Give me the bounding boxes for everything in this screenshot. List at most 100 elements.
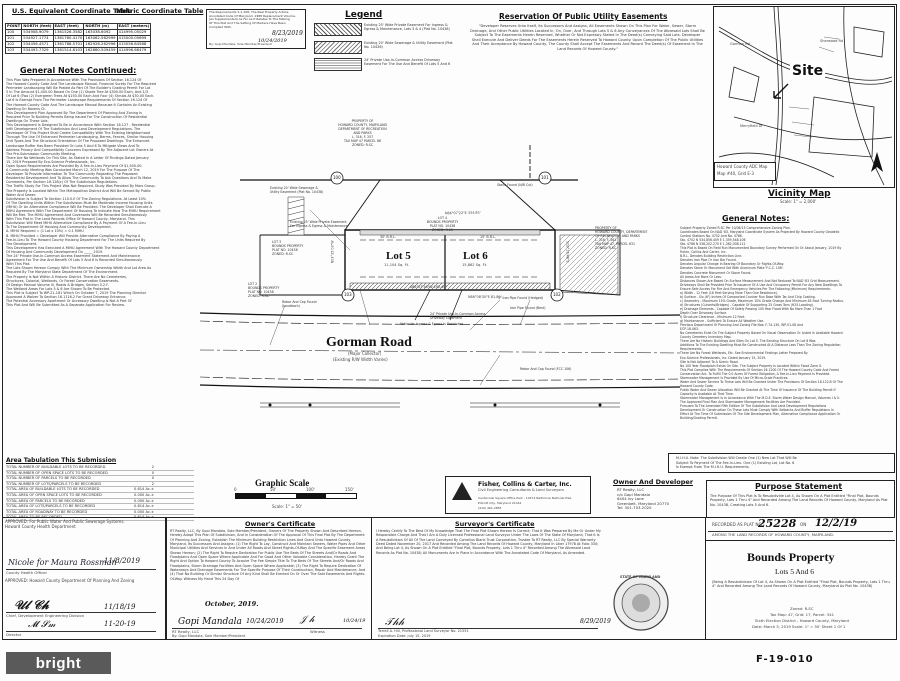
legend-item-2: Existing 20' Wide Sewerage & Utility Eas… [364,41,453,50]
general-note-line: Perimeter Landscaping Will Be Posted As … [6,86,151,91]
tabulation-row: TOTAL AREA OF LOTS/PARCELS TO BE RECORDE… [6,504,194,510]
general-note-line: MIHU Agreement With The Department Of Ho… [6,209,161,213]
general-note-line: Additions To The Existing Dwelling Must … [680,343,841,348]
general-note-line: Of Lot 6 (Two (2) Evergreen Trees At $15… [6,94,155,99]
header-date: 8/23/2019 [272,30,303,37]
general-note-line: Will Be Met. The MIHU Agreement And Cove… [6,213,148,218]
general-note-line: Open Space Requirements Are Provided By … [6,163,143,168]
general-notes: Subject Property Zoned R-SC Per 10/06/13… [680,226,895,448]
engineer-phone: (410) 461-2855 [478,506,502,510]
coord-title-us: U.S. Equivalent Coordinate Table [12,7,133,15]
general-note-line: Stormwater Management Is Provided By Use… [680,375,789,380]
general-note-line: Distances Shown Are Based On Surface Mea… [680,278,840,283]
recorded-line [708,531,893,532]
annotation-rebar-fcc: Rebar And Cap Found (FCC 106) [520,367,572,371]
recorded-label: RECORDED AS PLAT NO. [712,522,763,527]
general-note-line: Landscape Buffer Has Been Provided On Lo… [6,143,140,148]
general-note-line: With This Plat In The Land Records Offic… [6,217,135,222]
header-cert-line: Complied With. [209,24,232,29]
owner-cert-title: Owner's Certificate [245,520,316,528]
recorded-plat-no: 25228 [758,517,797,530]
engineer-logo-icon [452,482,472,500]
bearing-north: N86°07'22"E 334.85' [444,210,481,216]
owner-cert-box [166,517,372,640]
director-signature: 𝓜 𝓢𝓂 [28,620,56,630]
site-map-footer: Howard County ADC Map [717,164,768,169]
legend-swatch-2 [314,41,362,54]
area-tabulation: TOTAL NUMBER OF BUILDABLE LOTS TO BE REC… [6,465,194,521]
vicinity-title: Vicinity Map [768,189,831,199]
general-note-line: A. MIHU Required = (1 Lot x 10%) = 0.1 M… [6,229,84,234]
surveyor-seal-text: STATE OF MARYLAND [620,575,661,579]
general-note-line: Of The Dwelling Units Within The Subdivi… [6,200,153,205]
general-note-line: (MIHU) Or An Alternative Compliance Will… [6,204,152,209]
general-note-line: Required By The Maryland State Departmen… [6,270,119,275]
reservation-text: "Developer Reserves Unto Itself, Its Suc… [470,24,705,51]
site-map-box [713,6,895,188]
general-note-line: Public Water And Sewer Allocation Will B… [680,387,836,392]
general-note-line: A Community Meeting Was Conducted March … [6,168,140,173]
tabulation-value: 0.000 Ac.± [134,498,154,503]
general-note-line: Subdivision Is Subject To Section 110.0.… [6,196,147,201]
general-note-line: Water And Sewer. [6,192,37,197]
mihu-box [668,453,895,473]
engineer-box [445,476,591,514]
title-block-zoned: Zoned: R-SC [790,606,814,611]
header-signer: By: Gopi Mandala, Sole Member/President [209,42,272,46]
general-note-line: There Are No Historic Buildings And Site… [680,339,816,344]
tabulation-label: TOTAL NUMBER OF LOTS/PARCELS TO BE RECOR… [6,481,102,486]
general-note-line: Control Stations No. 4702 And No. 4786. [680,234,743,239]
bearing-south-2: N86°08'30"E 81.89' [468,295,502,299]
header-date-2: 10/24/2019 [258,38,287,44]
general-note-line: This Plan Was Prepared In Accordance Wit… [6,78,142,82]
general-note-line: Approved A Waiver To Section 16.1116.2 F… [6,294,127,299]
chief-date: 11/18/19 [104,603,136,611]
file-number: F-19-010 [756,654,814,665]
general-note-line: g) Maintenance - Sufficient To Ensure Al… [680,319,765,324]
graphic-scale-bar [235,493,357,499]
tabulation-label: TOTAL NUMBER OF BUILDABLE LOTS TO BE REC… [6,465,106,469]
general-note-line: The Property Is Not Within A Historic Di… [6,274,128,279]
surveyor-expires: Expiration Date: July 15, 2019 [378,634,431,638]
general-note-line: The Howard County Code And The Landscape… [6,82,157,87]
engineer-addr: Centennial Square Office Park - 10272 Ba… [478,496,572,500]
surveyor-cert-box [372,517,706,640]
health-sign-line [6,569,156,570]
scale-tick-50: 50' [270,487,277,492]
general-note-line: Unit Types And The Structural Orientatio… [6,139,150,144]
general-note-line: Lot 6 Is Exempt From The Perimeter Lands… [6,98,148,103]
director-date: 11-20-19 [104,620,136,628]
point-103: 103 [344,292,352,297]
surveyor-sign-line [378,628,598,629]
general-note-line: Driveways Shall Be Provided Prior To Iss… [680,282,843,287]
general-note-line: Residential Development And To Allow The… [6,176,152,181]
mihu-note: M.I.H.U. Note: The Subdivision Will Crea… [676,456,797,470]
general-note-line: Eco-Science Professionals, Inc. Dated Ja… [680,355,767,360]
brl-30-label: 30' B.R.L. [380,235,397,239]
general-note-line: Denotes Stone Or Monument Set With Alumi… [680,266,784,271]
owner-cert-date-written: October, 2019. [205,600,259,608]
general-note-line: Of Design Manual Volume III, Roads & Bri… [6,282,109,287]
tabulation-label: TOTAL NUMBER OF OPEN SPACE LOTS TO BE RE… [6,470,108,475]
general-note-line: Denotes Angular Change In Bearing Of Bou… [680,262,785,267]
general-note-line: Developer Of This Project Shall Create C… [6,131,151,136]
site-map-footer-box [714,162,776,181]
lot-6-label: Lot 6 [463,250,488,262]
title-block-subtitle: Lots 5 And 6 [775,567,814,576]
recorded-date: 12/2/19 [815,518,858,529]
general-note-line: No Cemeteries Exist On The Subject Prope… [680,331,843,336]
annotation-rebar-loudbach: Rebar And Cap Found (Loudbach) [282,300,317,308]
coord-cell: 534493.7329 [21,47,54,54]
general-note-line: The Approved Final Plan And Stormwater M… [680,400,801,405]
tabulation-value: 0.000 Ac.± [134,509,154,514]
general-note-line: The Property Is Located Within The Metro… [6,188,151,193]
general-note-line: Fisher, Collins And Carter, Inc. [680,250,727,255]
header-cert-box [206,9,306,49]
header-cert-line: The Requirements 3-1-108, The Real Prope… [209,10,290,14]
owner-sign-line [172,628,362,629]
owner-line: Tel: 301-703-2020 [617,505,652,511]
